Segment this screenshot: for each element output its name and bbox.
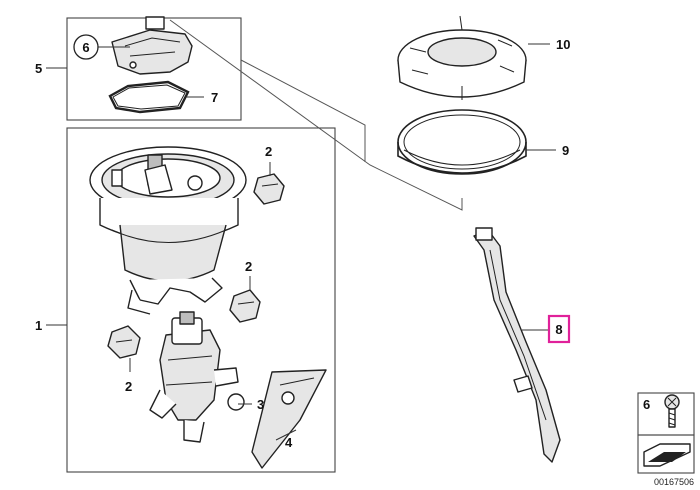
filter-strip-part[interactable] bbox=[251, 369, 327, 469]
assembly-connector-line bbox=[240, 59, 366, 162]
callout-10[interactable]: 10 bbox=[556, 37, 570, 52]
legend-screw-label: 6 bbox=[643, 397, 650, 412]
fuel-pump-unit-part[interactable] bbox=[89, 146, 247, 315]
seal-ring-part[interactable] bbox=[397, 109, 527, 175]
flange-cover-part[interactable] bbox=[111, 16, 193, 75]
callout-8-highlight bbox=[547, 314, 571, 344]
assembly-connector-line bbox=[169, 19, 463, 211]
callout-2[interactable]: 2 bbox=[245, 259, 252, 274]
callout-8[interactable]: 8 bbox=[555, 322, 562, 337]
lock-cap-part[interactable] bbox=[397, 15, 527, 100]
callout-6-circle bbox=[73, 34, 99, 60]
screw-icon bbox=[664, 394, 680, 428]
callout-4[interactable]: 4 bbox=[285, 435, 293, 450]
callout-5[interactable]: 5 bbox=[35, 61, 42, 76]
leader-line bbox=[275, 429, 297, 441]
callout-1[interactable]: 1 bbox=[35, 318, 42, 333]
level-sensor-arm-part[interactable] bbox=[473, 227, 561, 463]
callout-6[interactable]: 6 bbox=[82, 40, 89, 55]
clip-part[interactable] bbox=[107, 325, 141, 359]
group-frame-1 bbox=[66, 127, 336, 473]
legend-box: 6 bbox=[637, 392, 695, 474]
clip-part[interactable] bbox=[253, 173, 285, 205]
clip-part[interactable] bbox=[229, 289, 261, 323]
pump-module-part[interactable] bbox=[149, 311, 245, 443]
callout-2[interactable]: 2 bbox=[125, 379, 132, 394]
callout-9[interactable]: 9 bbox=[562, 143, 569, 158]
shim-icon bbox=[643, 443, 691, 467]
gasket-part[interactable] bbox=[108, 80, 190, 114]
reference-number: 00167506 bbox=[654, 477, 694, 487]
callout-3[interactable]: 3 bbox=[257, 397, 264, 412]
callout-2[interactable]: 2 bbox=[265, 144, 272, 159]
callout-7[interactable]: 7 bbox=[211, 90, 218, 105]
